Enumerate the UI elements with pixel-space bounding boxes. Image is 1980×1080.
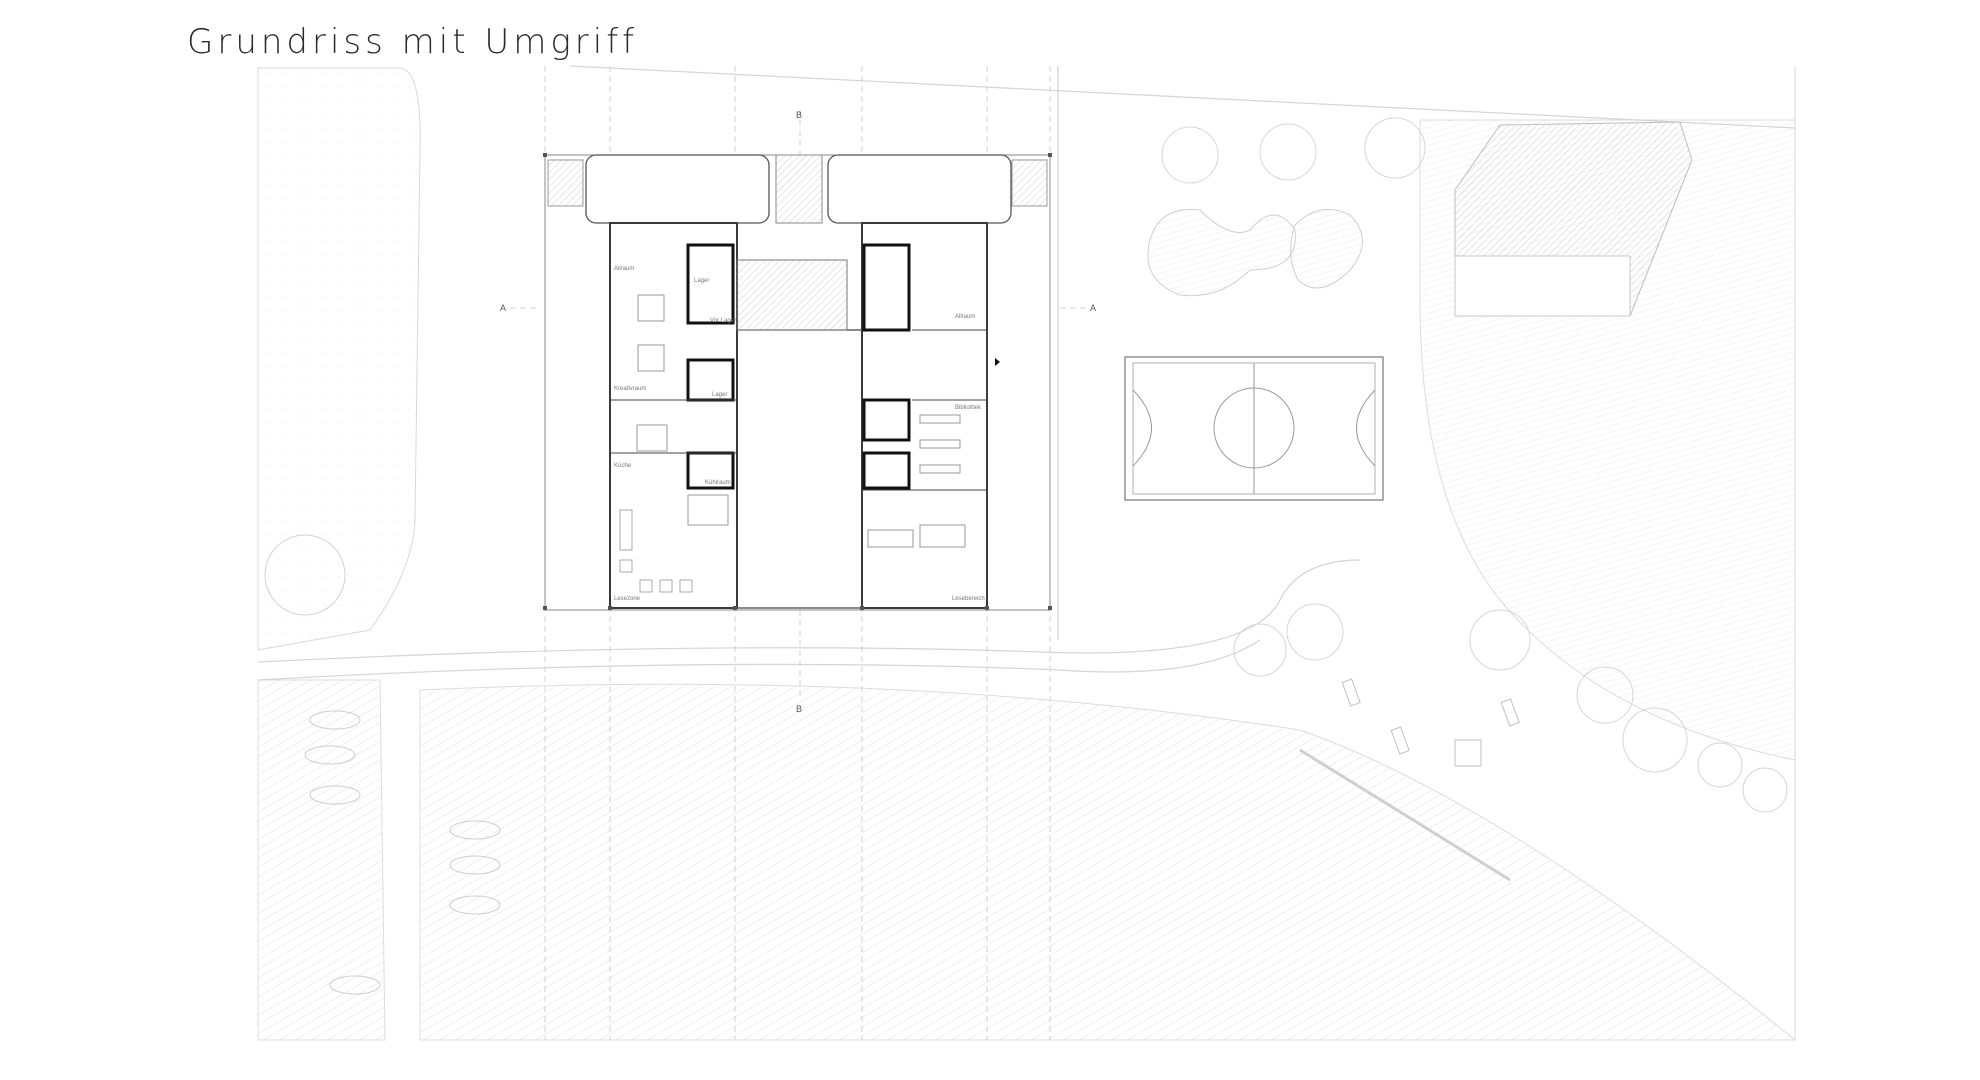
room-label-bibliothek: Bibliothek — [955, 405, 982, 411]
room-label-allraum-right: Allraum — [955, 314, 975, 320]
room-label-lesezone: Lesezone — [614, 596, 641, 602]
room-label-kuehlraum: Kühlraum — [705, 480, 731, 486]
room-label-allraum-left: Allraum — [614, 266, 634, 272]
sports-field — [1124, 356, 1384, 501]
section-mark-right: A — [1090, 303, 1096, 313]
room-label-lesebereich: Lesebereich — [952, 596, 985, 602]
site-context — [257, 65, 1797, 1041]
section-markers: A A B B — [500, 110, 1096, 714]
room-label-lager-top: Lager — [694, 278, 709, 284]
section-mark-left: A — [500, 303, 506, 313]
room-label-kueche: Küche — [614, 463, 632, 469]
drawing-title: Grundriss mit Umgriff — [187, 22, 639, 62]
room-label-kreativraum: Kreativraum — [614, 386, 646, 392]
room-labels: Allraum Lager Vor Lager Kreativraum Lage… — [614, 266, 985, 602]
section-mark-bottom: B — [796, 704, 802, 714]
section-mark-top: B — [796, 110, 802, 120]
room-label-vorlager: Vor Lager — [710, 318, 736, 324]
building — [543, 153, 1052, 611]
room-label-lager-mid: Lager — [712, 392, 727, 398]
